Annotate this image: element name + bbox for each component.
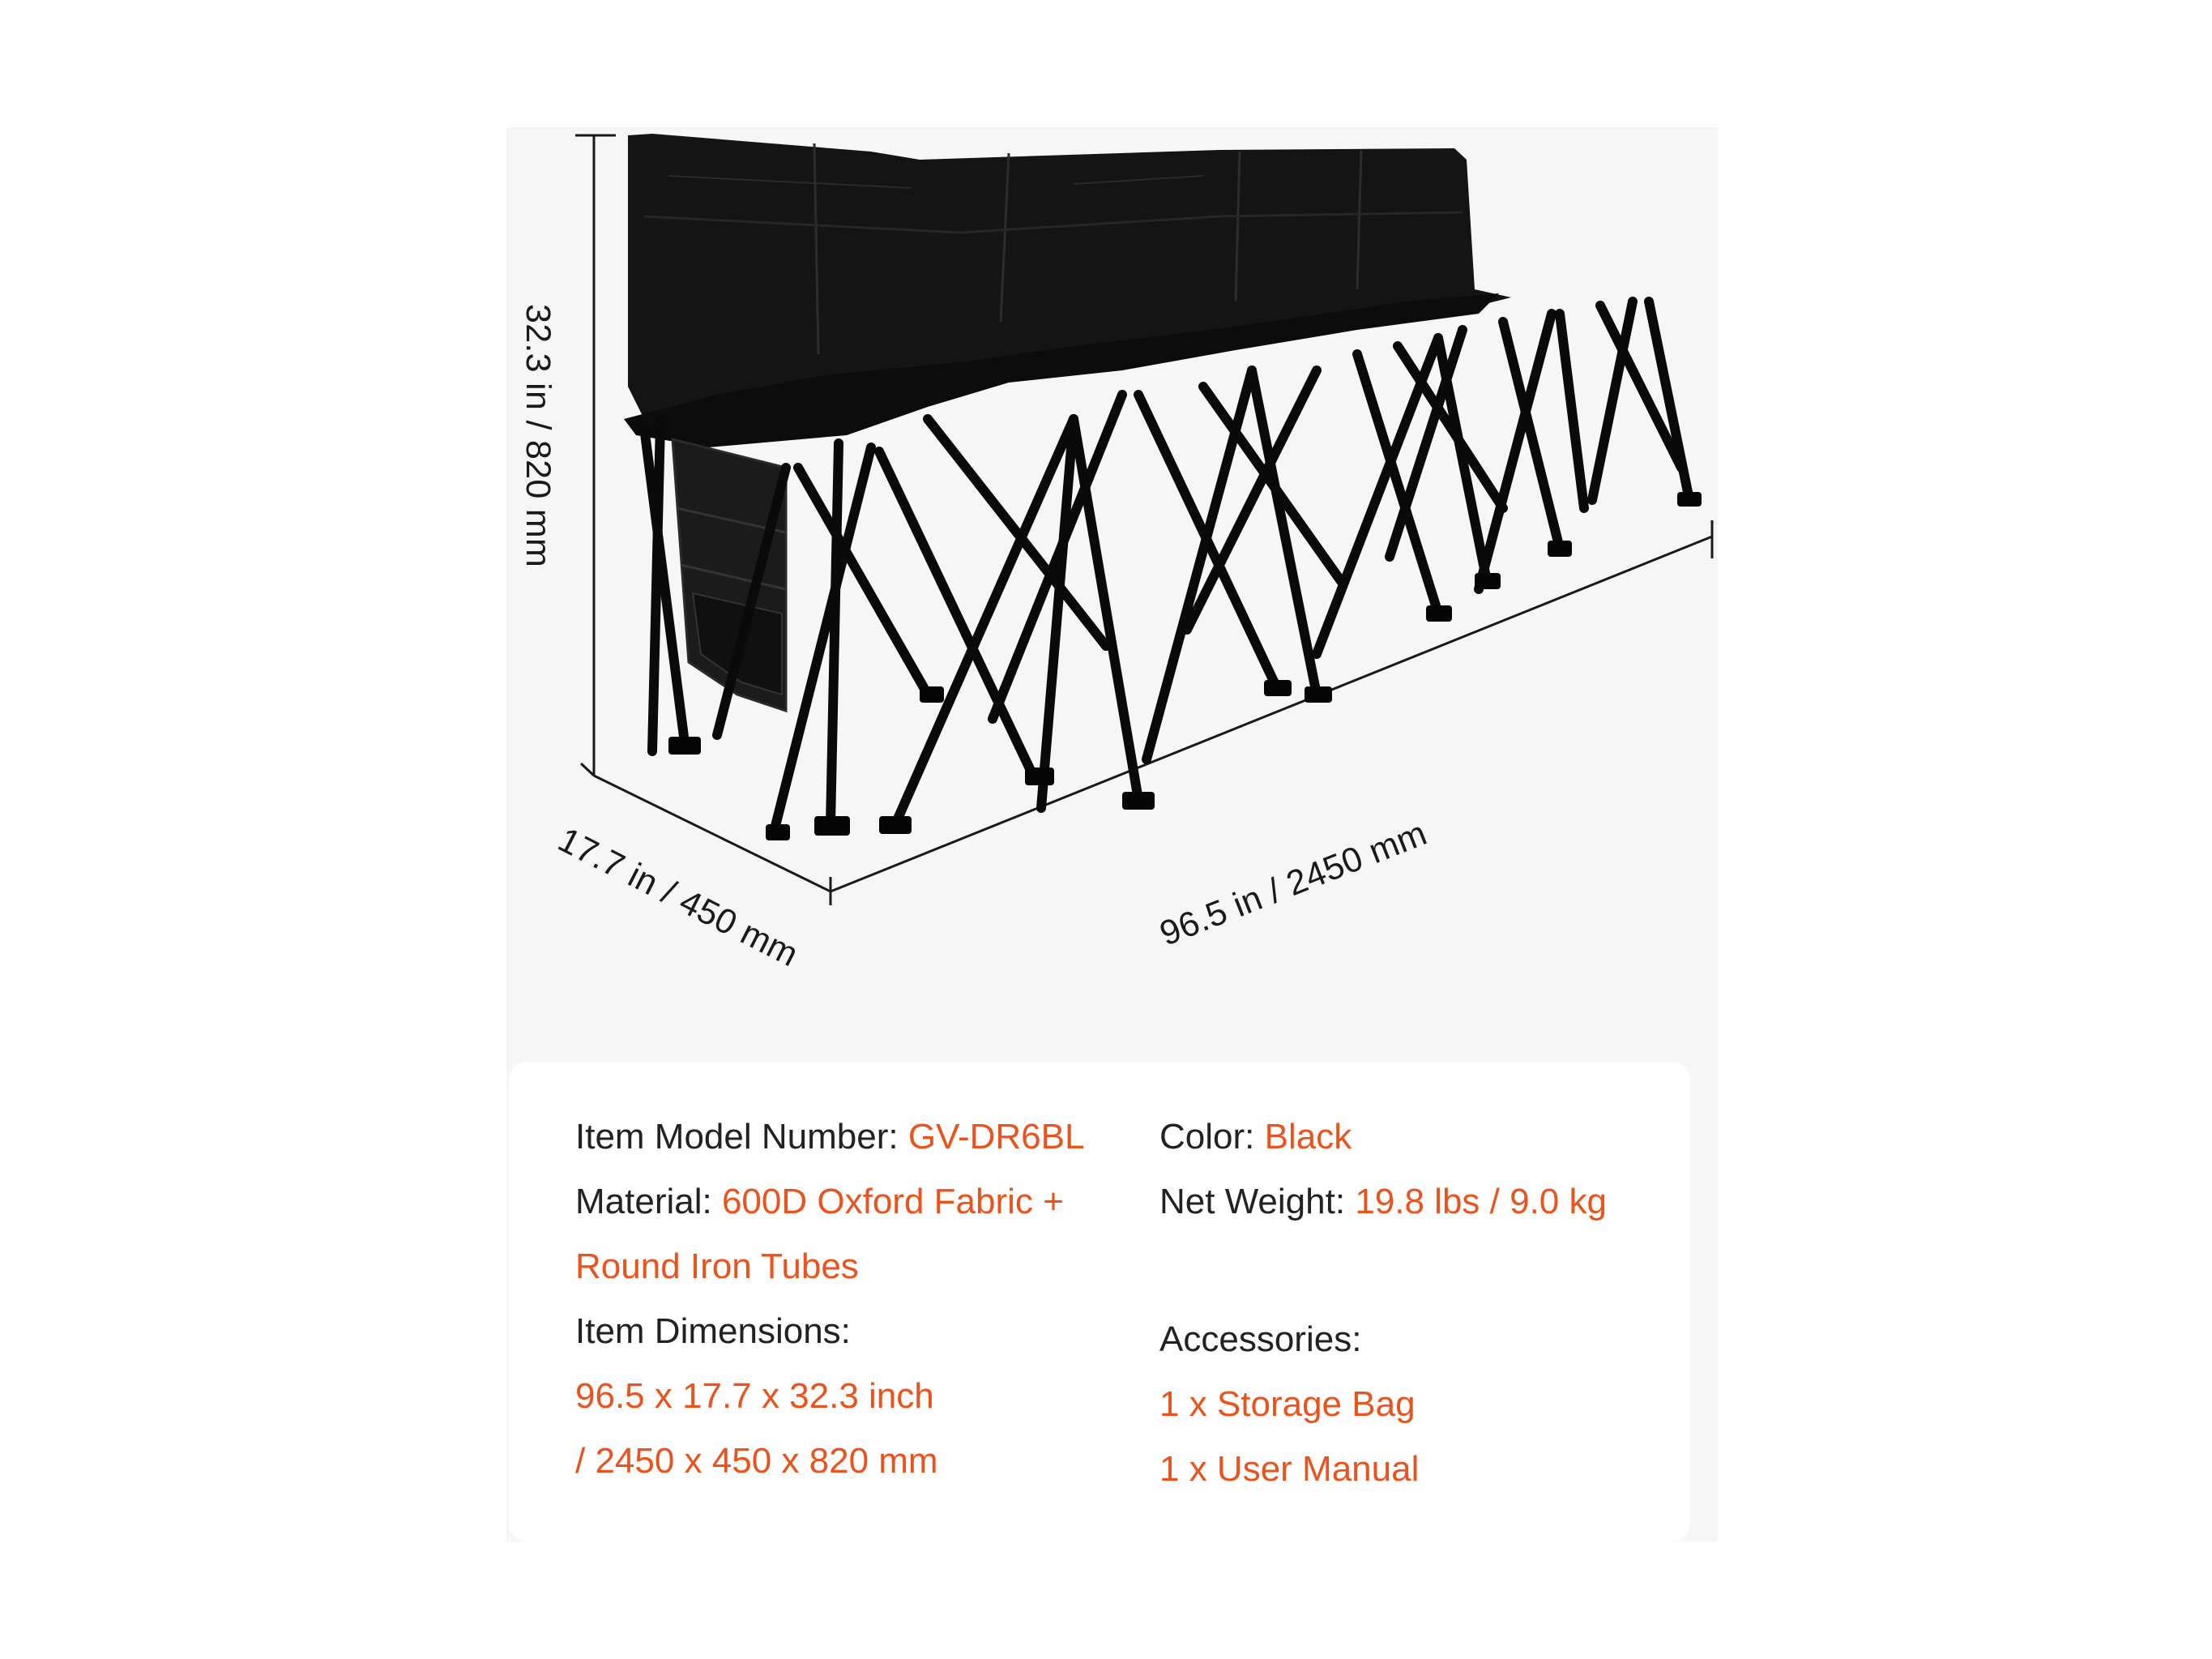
spec-weight-label: Net Weight: bbox=[1159, 1182, 1346, 1221]
spec-accessory-storage-bag: 1 x Storage Bag bbox=[1159, 1384, 1416, 1424]
spec-material: Material: 600D Oxford Fabric + bbox=[575, 1178, 1064, 1226]
spec-color-value: Black bbox=[1264, 1117, 1352, 1157]
spec-accessories-label: Accessories: bbox=[1159, 1319, 1362, 1359]
spec-color-label: Color: bbox=[1159, 1117, 1255, 1157]
spec-material-value-2: Round Iron Tubes bbox=[575, 1246, 859, 1286]
spec-color: Color: Black bbox=[1159, 1113, 1352, 1161]
height-dimension-label: 32.3 in / 820 mm bbox=[519, 304, 557, 568]
spec-dimensions-label: Item Dimensions: bbox=[575, 1311, 851, 1351]
chair-seat bbox=[624, 293, 1499, 447]
chair-back bbox=[628, 134, 1511, 427]
chair-frame bbox=[639, 297, 1694, 837]
spec-material-value-1: 600D Oxford Fabric + bbox=[721, 1182, 1064, 1221]
spec-model: Item Model Number: GV-DR6BL bbox=[575, 1113, 1084, 1161]
spec-model-value: GV-DR6BL bbox=[907, 1117, 1085, 1157]
spec-model-label: Item Model Number: bbox=[575, 1117, 899, 1157]
spec-weight: Net Weight: 19.8 lbs / 9.0 kg bbox=[1159, 1178, 1607, 1226]
dimension-lines bbox=[575, 134, 1714, 905]
spec-accessory-user-manual: 1 x User Manual bbox=[1159, 1449, 1420, 1489]
bench-chair-illustration bbox=[575, 134, 1714, 905]
spec-weight-value: 19.8 lbs / 9.0 kg bbox=[1355, 1182, 1607, 1221]
chair-feet bbox=[668, 492, 1702, 840]
spec-dimensions-value-2: / 2450 x 450 x 820 mm bbox=[575, 1441, 938, 1481]
specifications-card: Item Model Number: GV-DR6BL Material: 60… bbox=[509, 1062, 1690, 1541]
spec-material-label: Material: bbox=[575, 1182, 712, 1221]
spec-dimensions-value-1: 96.5 x 17.7 x 32.3 inch bbox=[575, 1376, 934, 1416]
